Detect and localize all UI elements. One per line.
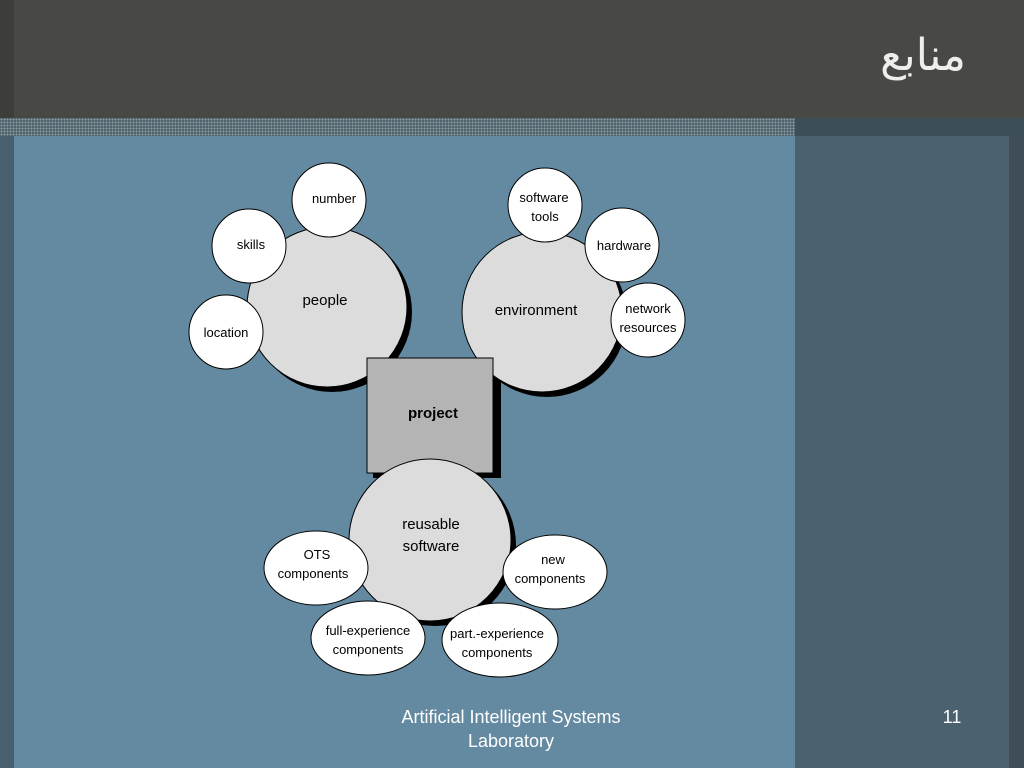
- reusable-software-label-line1: reusable: [402, 516, 460, 533]
- reusable-software-label-line2: software: [403, 538, 460, 555]
- rs-item-full-experience: full-experience: [326, 623, 411, 638]
- env-item-hardware: hardware: [597, 238, 651, 253]
- rs-item-part-experience: part.-experience: [450, 626, 544, 641]
- slide-title: منابع: [880, 30, 966, 81]
- rs-item-ots-components: components: [278, 566, 349, 581]
- people-skills-circle: [211, 208, 287, 284]
- footer-lab-line1: Artificial Intelligent Systems: [401, 707, 621, 727]
- people-item-location: location: [204, 325, 249, 340]
- right-edge: [1009, 136, 1024, 768]
- people-number-circle: [291, 162, 367, 238]
- env-item-tools: tools: [531, 209, 559, 224]
- rs-ots-components-circle: [263, 530, 369, 606]
- footer-lab-line2: Laboratory: [467, 731, 555, 751]
- rs-item-full-experience-components: components: [333, 642, 404, 657]
- slide-header: منابع: [0, 0, 1024, 118]
- rs-item-new-components: components: [515, 571, 586, 586]
- footer-lab-name: Artificial Intelligent Systems Laborator…: [360, 705, 662, 753]
- env-item-software: software: [519, 190, 568, 205]
- texture-strip: [0, 118, 795, 136]
- page-number: 11: [942, 707, 962, 727]
- rs-full-experience-circle: [310, 600, 426, 676]
- env-item-network: network: [625, 301, 671, 316]
- rs-item-part-experience-components: components: [462, 645, 533, 660]
- header-left-band: [0, 0, 14, 118]
- env-software-tools-circle: [507, 167, 583, 243]
- env-item-resources: resources: [619, 320, 677, 335]
- env-hardware-circle: [584, 207, 660, 283]
- right-panel: [795, 136, 1009, 768]
- texture-strip-right: [795, 118, 1024, 136]
- project-label: project: [408, 405, 458, 422]
- rs-new-components-circle: [502, 534, 608, 610]
- env-network-resources-circle: [610, 282, 686, 358]
- rs-item-new: new: [541, 552, 565, 567]
- people-item-number: number: [312, 191, 357, 206]
- rs-part-experience-circle: [441, 602, 559, 678]
- project-box: [366, 357, 494, 474]
- environment-label: environment: [495, 302, 578, 319]
- people-label: people: [302, 292, 347, 309]
- people-item-skills: skills: [237, 237, 266, 252]
- people-location-circle: [188, 294, 264, 370]
- rs-item-ots: OTS: [304, 547, 331, 562]
